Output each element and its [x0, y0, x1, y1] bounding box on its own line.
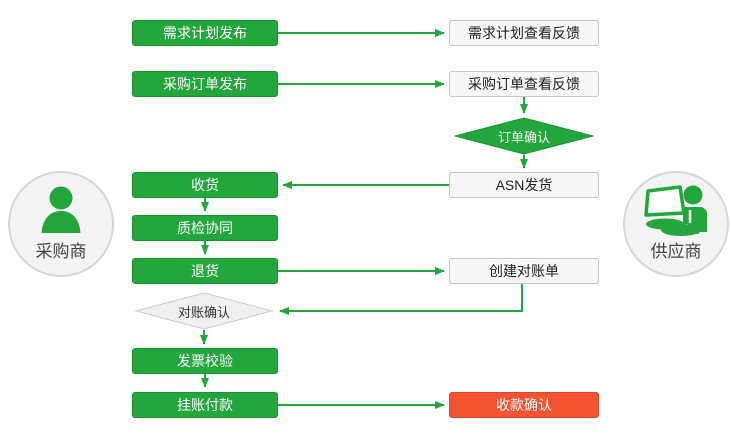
- node-invoice-verify: 发票校验: [132, 348, 278, 374]
- node-payment: 挂账付款: [132, 392, 278, 418]
- actor-buyer: 采购商: [8, 171, 114, 277]
- node-receipt-confirm: 收款确认: [449, 392, 599, 418]
- node-receive: 收货: [132, 172, 278, 198]
- node-order-confirm-label: 订单确认: [497, 129, 550, 145]
- actor-supplier-label: 供应商: [650, 242, 702, 261]
- actor-buyer-label: 采购商: [35, 242, 87, 261]
- node-return-goods: 退货: [132, 258, 278, 284]
- node-asn-ship: ASN发货: [449, 172, 599, 198]
- node-po-feedback: 采购订单查看反馈: [449, 71, 599, 97]
- node-po-publish: 采购订单发布: [132, 71, 278, 97]
- person-at-laptop-icon: [643, 184, 709, 236]
- person-icon: [34, 184, 88, 236]
- node-statement-confirm: 对账确认: [135, 292, 273, 330]
- node-quality-check: 质检协同: [132, 215, 278, 241]
- node-demand-plan-publish: 需求计划发布: [132, 20, 278, 46]
- node-statement-confirm-label: 对账确认: [177, 304, 230, 320]
- actor-supplier: 供应商: [623, 171, 729, 277]
- node-create-statement: 创建对账单: [449, 258, 599, 284]
- node-demand-plan-feedback: 需求计划查看反馈: [449, 20, 599, 46]
- node-order-confirm: 订单确认: [454, 117, 594, 155]
